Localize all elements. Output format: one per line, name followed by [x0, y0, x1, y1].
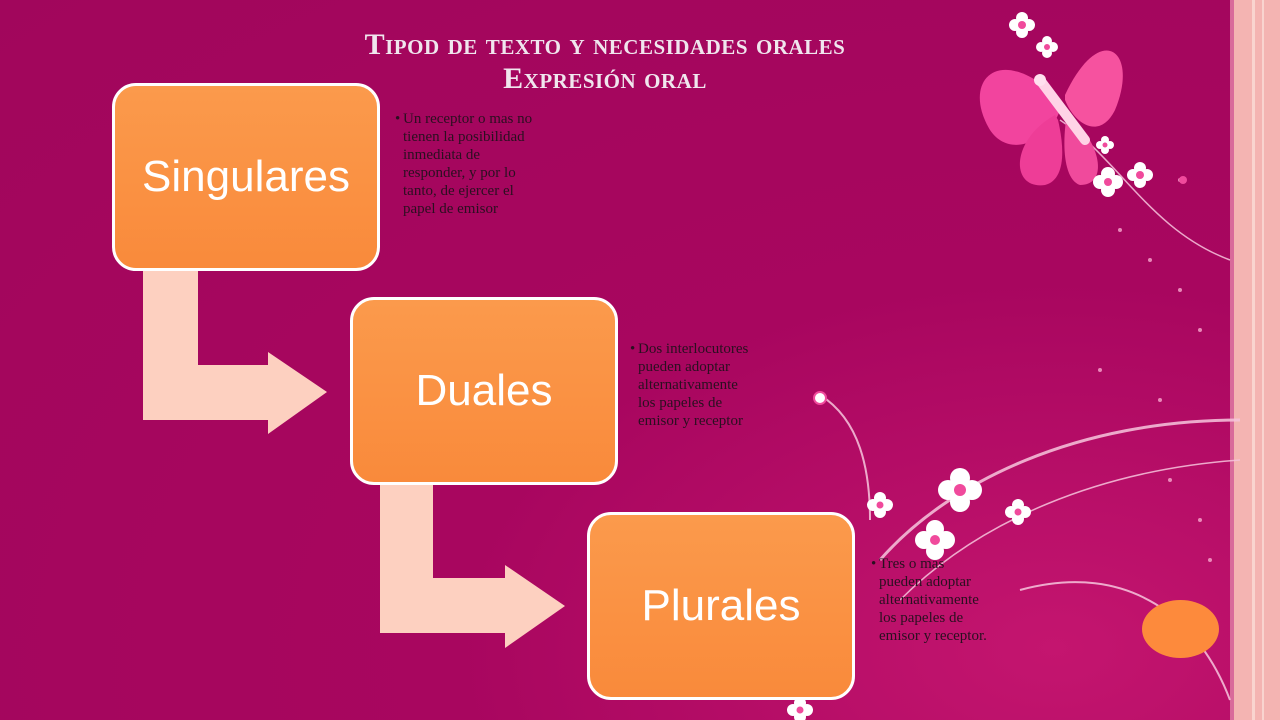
right-stripe-light — [1234, 0, 1280, 720]
orange-circle-icon — [1142, 600, 1219, 658]
swirl-line — [819, 394, 871, 521]
description-line: emisor y receptor. — [879, 628, 987, 644]
right-stripe-line — [1252, 0, 1255, 720]
arrow-duales-to-plurales — [380, 484, 565, 648]
sparkle-dot — [1198, 328, 1202, 332]
right-stripe-dark — [1230, 0, 1234, 720]
decorative-artwork — [143, 12, 1240, 720]
step-description-singulares: • Un receptor o mas no tienen la posibil… — [395, 110, 533, 218]
description-line: pueden adoptar — [879, 574, 972, 590]
description-line: los papeles de — [638, 395, 723, 411]
title-line-1: Tipod de texto y necesidades orales — [364, 28, 846, 61]
sparkle-dot — [1118, 228, 1122, 232]
step-box-singulares: Singulares — [112, 83, 380, 271]
step-label: Singulares — [142, 152, 350, 201]
connector-arrows — [143, 270, 565, 648]
sparkle-dot — [1198, 518, 1202, 522]
description-line: responder, y por lo — [403, 165, 516, 181]
arrow-singulares-to-duales — [143, 270, 327, 434]
sparkle-dot — [1098, 368, 1102, 372]
bullet-icon: • — [871, 556, 877, 572]
sparkle-dot — [1178, 288, 1182, 292]
sparkle-dot — [1168, 478, 1172, 482]
sparkle-dot — [1208, 558, 1212, 562]
title-line-2: Expresión oral — [503, 62, 707, 95]
butterfly-icon — [979, 50, 1123, 186]
description-line: inmediata de — [403, 147, 481, 163]
description-line: los papeles de — [879, 610, 964, 626]
step-description-duales: • Dos interlocutores pueden adoptar alte… — [630, 340, 749, 430]
slide-title: Tipod de texto y necesidades orales Expr… — [130, 28, 1080, 96]
step-label: Duales — [415, 366, 553, 415]
sparkle-dot — [1148, 258, 1152, 262]
description-line: alternativamente — [879, 592, 979, 608]
description-line: emisor y receptor — [638, 413, 743, 429]
description-line: Un receptor o mas no — [403, 111, 533, 127]
description-line: tienen la posibilidad — [403, 129, 525, 145]
step-label: Plurales — [641, 581, 801, 630]
step-box-plurales: Plurales — [587, 512, 855, 700]
flower-icon — [787, 12, 1187, 720]
description-line: papel de emisor — [403, 201, 498, 217]
description-line: alternativamente — [638, 377, 738, 393]
description-line: Tres o mas — [879, 556, 945, 572]
step-description-plurales: • Tres o mas pueden adoptar alternativam… — [871, 555, 987, 645]
bullet-icon: • — [630, 341, 636, 357]
description-line: tanto, de ejercer el — [403, 183, 514, 199]
swirl-line — [1019, 581, 1231, 701]
bullet-icon: • — [395, 111, 401, 127]
right-stripe-line-2 — [1262, 0, 1264, 720]
description-line: Dos interlocutores — [638, 341, 749, 357]
swirl-line — [899, 459, 1240, 601]
step-box-duales: Duales — [350, 297, 618, 485]
sparkle-dot — [1158, 398, 1162, 402]
description-line: pueden adoptar — [638, 359, 731, 375]
swirl-line — [878, 418, 1240, 561]
